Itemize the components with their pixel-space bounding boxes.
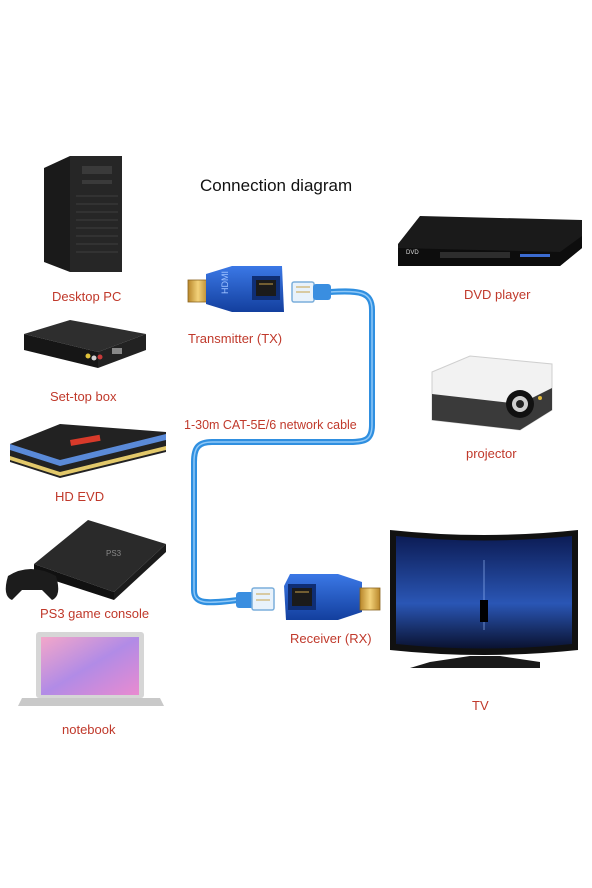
svg-text:PS3: PS3 <box>106 549 122 558</box>
dvd-player-icon: DVD <box>398 216 582 266</box>
hd-evd-icon <box>10 424 166 478</box>
rj45-plug-tx-icon <box>291 281 331 303</box>
tv-icon <box>390 530 578 668</box>
diagram-title: Connection diagram <box>200 176 353 195</box>
display-label-projector: projector <box>466 446 517 461</box>
svg-text:DVD: DVD <box>406 250 419 256</box>
network-cable <box>191 288 375 606</box>
set-top-box-icon <box>24 320 146 368</box>
display-label-dvd-player: DVD player <box>464 287 531 302</box>
cable-label: 1-30m CAT-5E/6 network cable <box>184 418 357 432</box>
display-label-tv: TV <box>472 698 489 713</box>
source-label-set-top-box: Set-top box <box>50 389 117 404</box>
rj45-plug-rx-icon <box>236 587 275 611</box>
source-label-ps3: PS3 game console <box>40 606 150 621</box>
receiver-label: Receiver (RX) <box>290 631 372 646</box>
source-label-notebook: notebook <box>62 722 116 737</box>
transmitter-label: Transmitter (TX) <box>188 331 283 346</box>
projector-icon <box>431 355 553 431</box>
game-console-icon: PS3 <box>5 520 166 600</box>
transmitter-adapter-icon: HDMI <box>187 266 284 312</box>
notebook-icon <box>18 632 164 706</box>
receiver-adapter-icon <box>284 574 381 620</box>
desktop-pc-icon <box>44 156 122 272</box>
source-label-hd-evd: HD EVD <box>55 489 105 504</box>
source-label-desktop-pc: Desktop PC <box>52 289 122 304</box>
svg-text:HDMI: HDMI <box>220 271 230 294</box>
